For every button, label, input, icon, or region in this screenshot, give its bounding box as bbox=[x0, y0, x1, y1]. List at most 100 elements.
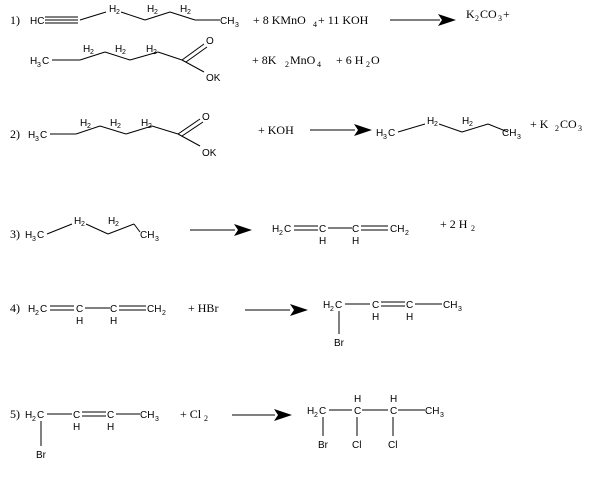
r4-double-bond-2 bbox=[119, 305, 146, 311]
reaction-3-number: 3) bbox=[10, 227, 20, 241]
r4p-h2c-h: H bbox=[323, 300, 330, 311]
r5-c2-h: H bbox=[73, 422, 80, 433]
r5-c2: C bbox=[73, 410, 80, 421]
r2-plus-koh: + KOH bbox=[258, 123, 294, 137]
r3-bond-1 bbox=[46, 223, 73, 235]
r1b-ch2-3: H bbox=[146, 44, 153, 55]
r5p-c2-h: H bbox=[354, 394, 361, 405]
r1-k2co3-k: K bbox=[466, 7, 475, 21]
r3p-h2c-sub: 2 bbox=[279, 230, 283, 237]
r1-plus-k2mno4: + 8K bbox=[252, 53, 277, 67]
r2-plus-k2co3-sub2: 3 bbox=[578, 124, 582, 133]
r4-h2c-sub: 2 bbox=[35, 310, 39, 317]
r1-plus-k2mno4-sub: 2 bbox=[285, 60, 289, 69]
r1b-ch2-3-sub: 2 bbox=[153, 49, 157, 56]
reaction-5-number: 5) bbox=[10, 407, 20, 421]
r5p-h2c-sub: 2 bbox=[314, 412, 318, 419]
r3p-ch2-sub: 2 bbox=[405, 230, 409, 237]
r3-ch3-sub: 3 bbox=[155, 236, 159, 243]
r1b-ch2-1-sub: 2 bbox=[90, 49, 94, 56]
r2-bond-5 bbox=[151, 125, 179, 135]
r3-ch2-1: H bbox=[74, 216, 81, 227]
r3-ch3: CH bbox=[140, 230, 154, 241]
r3p-double-bond-2 bbox=[361, 225, 388, 231]
r1-triple-bond bbox=[45, 16, 78, 24]
r2p-h3c-c: C bbox=[388, 128, 395, 139]
r2-ch2-3-sub: 2 bbox=[148, 123, 152, 130]
r1b-bond-4 bbox=[129, 51, 159, 61]
r3p-c3: C bbox=[352, 224, 359, 235]
r2p-ch2-1-sub: 2 bbox=[434, 121, 438, 128]
r4p-c3-h: H bbox=[406, 312, 413, 323]
r1b-carbonyl-double-bond bbox=[181, 43, 208, 63]
r5p-cl-1: Cl bbox=[352, 440, 361, 451]
r2-plus-k2co3-sub: 2 bbox=[555, 124, 559, 133]
r3-h3c-c: C bbox=[37, 230, 44, 241]
r4-c2: C bbox=[76, 304, 83, 315]
r3-bond-3 bbox=[107, 223, 135, 235]
r4-double-bond-1 bbox=[50, 305, 74, 311]
r1-bond-3 bbox=[144, 11, 171, 21]
r5p-ch3-sub: 3 bbox=[440, 412, 444, 419]
r2p-ch2-2-sub: 2 bbox=[469, 121, 473, 128]
r1-plus-kmno4: + 8 KMnO bbox=[253, 13, 306, 27]
r1-ch3-sub: 3 bbox=[235, 22, 239, 29]
r2-ok: OK bbox=[202, 148, 217, 159]
r1-ch2-1: H bbox=[109, 4, 116, 15]
r1b-ok: OK bbox=[206, 73, 221, 84]
r1-ch2-2: H bbox=[147, 4, 154, 15]
r4p-ch3: CH bbox=[443, 300, 457, 311]
r5-h2c-sub: 2 bbox=[32, 416, 36, 423]
r5p-c2: C bbox=[354, 406, 361, 417]
r1b-h3c-sub: 3 bbox=[37, 62, 41, 69]
r3p-ch2-c: CH bbox=[390, 224, 404, 235]
r1b-carbonyl-o: O bbox=[206, 36, 214, 47]
r1-k2co3-ksub: 2 bbox=[475, 14, 479, 23]
r1b-bond-5 bbox=[157, 51, 183, 61]
r5p-c3: C bbox=[390, 406, 397, 417]
r1-plus-k2mno4-mid: MnO bbox=[290, 53, 316, 67]
r4p-c2-h: H bbox=[372, 312, 379, 323]
r4-c3-h: H bbox=[110, 316, 117, 327]
r2-carbonyl-double-bond bbox=[177, 118, 204, 137]
r4-ch2-sub: 2 bbox=[162, 310, 166, 317]
r2-ch2-3: H bbox=[141, 118, 148, 129]
r2p-ch3-sub: 3 bbox=[517, 134, 521, 141]
r4-c2-h: H bbox=[76, 316, 83, 327]
r4p-c3: C bbox=[406, 300, 413, 311]
r3p-c3-h: H bbox=[352, 236, 359, 247]
r1-plus-koh: + 11 KOH bbox=[318, 13, 369, 27]
r5p-cl-2: Cl bbox=[388, 440, 397, 451]
r2-bond-2 bbox=[75, 125, 101, 135]
r2-ch2-1-sub: 2 bbox=[87, 123, 91, 130]
r1-ch2-3: H bbox=[180, 4, 187, 15]
r3-ch2-2: H bbox=[108, 216, 115, 227]
r3-plus-h2-sub: 2 bbox=[471, 224, 475, 233]
r1-k2co3-plus: + bbox=[503, 7, 510, 21]
r1-plus-water: + 6 H bbox=[336, 53, 364, 67]
r3p-double-bond-1 bbox=[294, 225, 318, 231]
r3p-h2c-h: H bbox=[272, 224, 279, 235]
r3-bond-2 bbox=[85, 223, 109, 235]
r1-k2co3-co: CO bbox=[480, 7, 497, 21]
r2p-h3c-sub: 3 bbox=[383, 134, 387, 141]
r4-plus-hbr: + HBr bbox=[188, 301, 218, 315]
r5-br: Br bbox=[36, 450, 47, 461]
r5-h2c-h: H bbox=[25, 410, 32, 421]
r5-ch3: CH bbox=[140, 410, 154, 421]
r4p-h2c-sub: 2 bbox=[330, 306, 334, 313]
r2p-bond-4 bbox=[487, 123, 509, 133]
r2-h3c-sub: 3 bbox=[35, 136, 39, 143]
r2-ch2-2: H bbox=[110, 118, 117, 129]
r4p-h2c-c: C bbox=[335, 300, 342, 311]
r4p-ch3-sub: 3 bbox=[458, 306, 462, 313]
r4-h2c-h: H bbox=[28, 304, 35, 315]
r5p-br: Br bbox=[318, 440, 329, 451]
r2-bond-4 bbox=[125, 125, 153, 135]
r2-bond-3 bbox=[99, 125, 127, 135]
r3p-c2: C bbox=[319, 224, 326, 235]
r1-bond-1 bbox=[79, 11, 107, 21]
r4-arrow bbox=[245, 304, 308, 316]
r2-h3c-h: H bbox=[28, 130, 35, 141]
